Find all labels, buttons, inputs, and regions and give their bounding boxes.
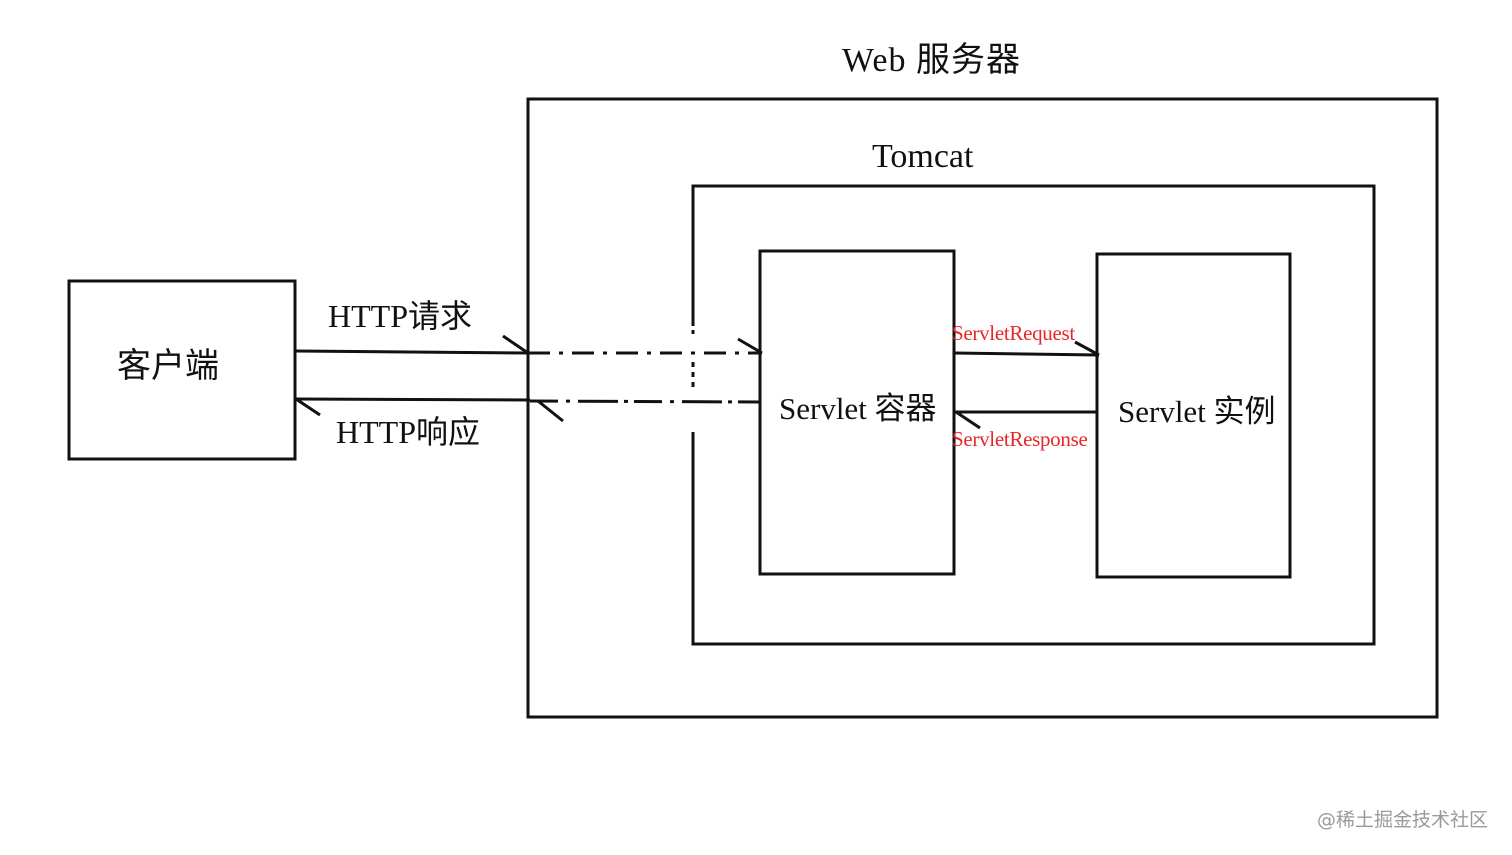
servlet-request-arrowhead xyxy=(1074,340,1100,357)
client-box xyxy=(67,279,297,461)
client-label: 客户端 xyxy=(117,348,219,385)
http-response-arrowhead xyxy=(295,397,321,417)
servlet-request-label: ServletRequest xyxy=(952,321,1075,345)
servlet-response-arrowhead xyxy=(955,410,981,430)
web-server-title: Web 服务器 xyxy=(842,42,1021,79)
http-request-arrowhead xyxy=(737,337,763,355)
servlet-response-label: ServletResponse xyxy=(952,427,1088,451)
watermark: @稀土掘金技术社区 xyxy=(1316,809,1488,831)
servlet-request-line xyxy=(953,351,1100,357)
web-server-box xyxy=(526,97,1439,719)
servlet-instance-box xyxy=(1095,252,1292,579)
http-request-line-solid xyxy=(295,349,529,355)
tomcat-title: Tomcat xyxy=(872,138,974,175)
http-response-label: HTTP响应 xyxy=(336,414,481,450)
http-request-label: HTTP请求 xyxy=(328,298,473,334)
http-response-line-solid xyxy=(295,397,531,402)
http-response-tick-mid xyxy=(537,399,564,423)
servlet-instance-label: Servlet 实例 xyxy=(1118,394,1276,429)
servlet-container-label: Servlet 容器 xyxy=(779,391,937,426)
http-request-tick-mid xyxy=(502,334,529,355)
http-response-line-dashed xyxy=(529,399,761,404)
